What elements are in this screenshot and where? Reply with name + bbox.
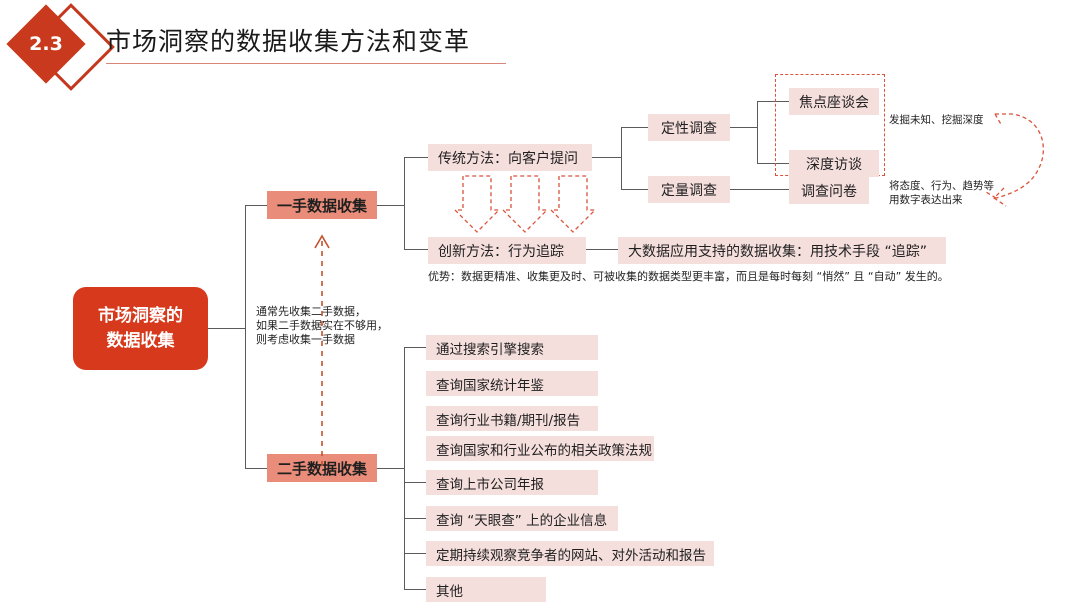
- connector-root-bracket: [245, 205, 246, 468]
- page-title: 市场洞察的数据收集方法和变革: [106, 27, 471, 56]
- connector-survey-bracket: [621, 127, 622, 189]
- node-questionnaire: 调查问卷: [789, 177, 869, 204]
- node-innovative-method: 创新方法：行为追踪: [428, 237, 586, 264]
- note-qualitative: 发掘未知、挖掘深度: [889, 114, 984, 126]
- curved-arrow-icon: [985, 113, 1044, 207]
- title-underline: [106, 63, 506, 64]
- connector-secondary-item-5: [404, 518, 426, 519]
- list-item-label: 通过搜索引擎搜索: [436, 341, 544, 358]
- node-quantitative-survey: 定量调查: [648, 176, 730, 203]
- connector-to-qualitative: [621, 127, 648, 128]
- connector-secondary-item-4: [404, 482, 426, 483]
- node-qualitative-survey-label: 定性调查: [661, 120, 717, 137]
- node-depth-interview: 深度访谈: [789, 150, 879, 177]
- up-arrow-icon: [314, 234, 330, 466]
- down-arrow-icon: [501, 175, 549, 233]
- connector-to-depth-interview: [757, 163, 789, 164]
- note-quantitative: 将态度、行为、趋势等 用数字表达出来: [889, 180, 994, 206]
- connector-to-focus-group: [757, 101, 789, 102]
- connector-qualitative-out: [730, 127, 758, 128]
- list-item-label: 查询上市公司年报: [436, 476, 544, 493]
- list-item: 定期持续观察竞争者的网站、对外活动和报告: [426, 541, 714, 566]
- list-item-label: 查询国家和行业公布的相关政策法规: [436, 442, 652, 459]
- connector-to-secondary: [245, 468, 267, 469]
- note-collection-order: 通常先收集二手数据， 如果二手数据实在不够用， 则考虑收集一手数据: [256, 305, 388, 346]
- list-item: 查询国家统计年鉴: [426, 371, 598, 396]
- list-item: 查询国家和行业公布的相关政策法规: [426, 436, 654, 461]
- list-item-label: 查询国家统计年鉴: [436, 377, 544, 394]
- note-advantage: 优势：数据更精准、收集更及时、可被收集的数据类型更丰富，而且是每时每刻 “悄然”…: [428, 270, 949, 283]
- connector-primary-out: [377, 205, 405, 206]
- list-item: 查询 “天眼查” 上的企业信息: [426, 506, 618, 531]
- node-traditional-method: 传统方法：向客户提问: [428, 144, 592, 171]
- list-item: 查询上市公司年报: [426, 470, 598, 495]
- down-arrow-icon: [549, 175, 597, 233]
- connector-secondary-item-6: [404, 553, 426, 554]
- connector-to-primary: [245, 205, 267, 206]
- connector-primary-bracket: [404, 157, 405, 250]
- node-questionnaire-label: 调查问卷: [801, 183, 857, 200]
- connector-secondary-item-7: [404, 589, 426, 590]
- connector-to-innovative: [404, 249, 428, 250]
- list-item: 其他: [426, 577, 546, 602]
- connector-secondary-item-0: [404, 347, 426, 348]
- node-qualitative-survey: 定性调查: [648, 114, 730, 141]
- connector-secondary-bracket: [404, 347, 405, 589]
- connector-traditional-out: [592, 157, 622, 158]
- list-item-label: 查询行业书籍/期刊/报告: [436, 412, 581, 429]
- branch-secondary-data-label: 二手数据收集: [276, 459, 367, 478]
- node-traditional-method-label: 传统方法：向客户提问: [438, 150, 578, 167]
- connector-root-out: [208, 328, 246, 329]
- node-depth-interview-label: 深度访谈: [806, 156, 862, 173]
- connector-innovative-to-detail: [586, 249, 618, 250]
- node-focus-group: 焦点座谈会: [789, 88, 879, 115]
- branch-primary-data-label: 一手数据收集: [276, 196, 367, 215]
- list-item: 通过搜索引擎搜索: [426, 335, 598, 360]
- list-item-label: 其他: [436, 583, 463, 600]
- node-innovative-detail-label: 大数据应用支持的数据收集：用技术手段 “追踪”: [628, 243, 927, 260]
- connector-to-questionnaire: [730, 189, 789, 190]
- node-innovative-method-label: 创新方法：行为追踪: [438, 243, 564, 260]
- connector-qualitative-children-bracket: [757, 101, 758, 163]
- root-node-line-1: 市场洞察的: [98, 305, 183, 326]
- badge-number: 2.3: [29, 33, 63, 55]
- node-innovative-detail: 大数据应用支持的数据收集：用技术手段 “追踪”: [618, 237, 946, 264]
- branch-primary-data: 一手数据收集: [267, 191, 377, 219]
- connector-to-traditional: [404, 157, 428, 158]
- node-quantitative-survey-label: 定量调查: [661, 182, 717, 199]
- connector-to-quantitative: [621, 189, 648, 190]
- section-badge: 2.3: [6, 3, 116, 91]
- list-item-label: 定期持续观察竞争者的网站、对外活动和报告: [436, 547, 706, 564]
- down-arrow-icon: [453, 175, 501, 233]
- node-focus-group-label: 焦点座谈会: [799, 94, 869, 111]
- root-node: 市场洞察的 数据收集: [73, 287, 208, 370]
- list-item-label: 查询 “天眼查” 上的企业信息: [436, 512, 608, 529]
- list-item: 查询行业书籍/期刊/报告: [426, 406, 598, 431]
- branch-secondary-data: 二手数据收集: [267, 454, 377, 482]
- connector-secondary-out: [377, 468, 405, 469]
- root-node-line-2: 数据收集: [106, 330, 175, 351]
